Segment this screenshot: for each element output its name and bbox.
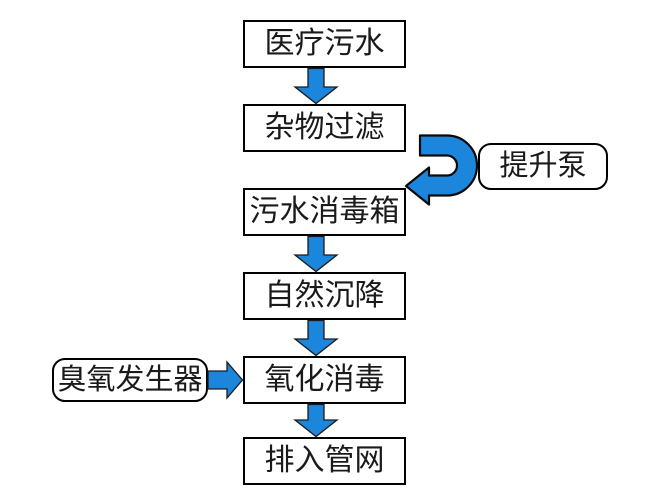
node-medical-sewage: 医疗污水: [243, 20, 406, 68]
node-lift-pump: 提升泵: [478, 143, 608, 190]
node-oxidation-disinfection-label: 氧化消毒: [264, 363, 385, 396]
node-ozone-generator-label: 臭氧发生器: [57, 363, 203, 396]
node-discharge-to-pipe-network-label: 排入管网: [264, 444, 385, 477]
arrow-uturn-filter-to-tank-icon: [404, 134, 479, 206]
arrow-down-oxidation-to-discharge-icon: [293, 403, 339, 438]
node-natural-sedimentation: 自然沉降: [243, 272, 406, 320]
node-discharge-to-pipe-network: 排入管网: [243, 437, 406, 485]
node-sewage-disinfection-tank-label: 污水消毒箱: [249, 195, 400, 228]
node-debris-filtration: 杂物过滤: [243, 104, 406, 152]
node-sewage-disinfection-tank: 污水消毒箱: [243, 188, 406, 236]
arrow-down-tank-to-sedimentation-icon: [293, 235, 339, 273]
arrow-down-sedimentation-to-oxidation-icon: [293, 319, 339, 357]
arrow-right-ozone-to-oxidation-icon: [207, 360, 244, 400]
node-ozone-generator: 臭氧发生器: [52, 358, 208, 402]
node-lift-pump-label: 提升泵: [499, 150, 587, 182]
node-natural-sedimentation-label: 自然沉降: [264, 279, 385, 312]
arrow-down-medical-to-filter-icon: [293, 67, 339, 105]
node-debris-filtration-label: 杂物过滤: [264, 111, 385, 144]
node-medical-sewage-label: 医疗污水: [264, 27, 385, 60]
node-oxidation-disinfection: 氧化消毒: [243, 356, 406, 404]
